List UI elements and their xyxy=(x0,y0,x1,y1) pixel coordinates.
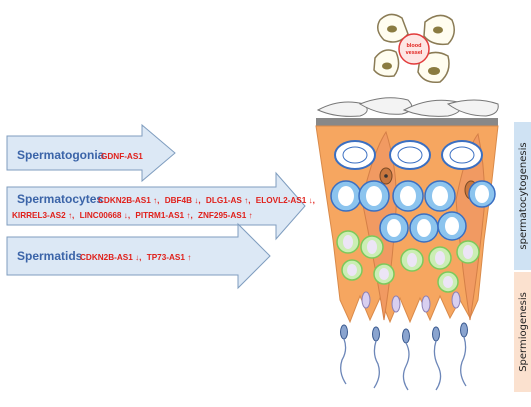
spermatocyte-nucleus xyxy=(387,219,401,237)
arrow-spermatogonia: Spermatogonia GDNF-AS1 xyxy=(7,125,175,181)
stage-label: Spermatogonia xyxy=(17,148,105,162)
spermatid-nucleus xyxy=(347,264,357,276)
spermatozoon xyxy=(433,327,441,390)
spermatogonia-row xyxy=(335,141,482,169)
arrow-spermatids: Spermatids CDKN2B-AS1 ↓, TP73-AS1 ↑ xyxy=(7,224,270,288)
gene-item: CDKN2B-AS1 ↑, xyxy=(98,196,159,205)
spermatid-nucleus xyxy=(463,245,473,259)
arrow-shape xyxy=(7,173,305,239)
spermatocyte-nucleus xyxy=(417,219,431,237)
gene-item: DLG1-AS ↑, xyxy=(206,196,251,205)
myoid-cell xyxy=(360,98,412,115)
spermatocyte-nucleus xyxy=(445,217,459,235)
spermatogonium-nucleus xyxy=(343,147,367,163)
interstitial-nucleus xyxy=(387,26,397,33)
spermatid-nucleus xyxy=(343,235,353,249)
spermatozoa xyxy=(341,323,468,390)
arrow-spermatocytes: Spermatocytes CDKN2B-AS1 ↑, DBF4B ↓, DLG… xyxy=(7,173,315,239)
spermiogenesis-label: Spermiogenesis xyxy=(518,292,529,372)
basement-membrane xyxy=(316,118,498,126)
spermatozoon xyxy=(403,329,410,390)
spermatid-nucleus xyxy=(443,276,453,288)
gene-item: PITRM1-AS1 ↑, xyxy=(135,211,192,220)
spermatogonium-nucleus xyxy=(398,147,422,163)
gene-list-line-1: CDKN2B-AS1 ↑, DBF4B ↓, DLG1-AS ↑, ELOVL2… xyxy=(98,196,315,205)
gene-item: GDNF-AS1 xyxy=(101,152,143,161)
stage-label: Spermatids xyxy=(17,249,83,263)
gene-item: LINC00668 ↓, xyxy=(80,211,131,220)
spermatid-nucleus xyxy=(379,268,389,280)
sperm-head xyxy=(341,325,348,339)
gene-list: GDNF-AS1 xyxy=(101,152,143,161)
spermatocyte-nucleus xyxy=(366,186,382,206)
blood-vessel xyxy=(399,34,429,64)
spermatocyte-nucleus xyxy=(432,186,448,206)
gene-item: DBF4B ↓, xyxy=(165,196,201,205)
sertoli-nucleolus xyxy=(384,174,388,178)
spermatid-nucleus xyxy=(435,251,445,265)
sperm-tail xyxy=(461,337,466,386)
spermatocytogenesis-label: spermatocytogenesis xyxy=(518,142,529,249)
spermatocyte-nucleus xyxy=(475,185,489,203)
stage-label: Spermatocytes xyxy=(17,192,103,206)
spermatocyte-nucleus xyxy=(400,186,416,206)
gene-item: ELOVL2-AS1 ↓, xyxy=(256,196,315,205)
interstitial-nucleus xyxy=(433,27,443,34)
sperm-tail xyxy=(341,339,346,384)
gene-item: ZNF295-AS1 ↑ xyxy=(198,211,253,220)
gene-list: CDKN2B-AS1 ↓, TP73-AS1 ↑ xyxy=(80,253,191,262)
sperm-head xyxy=(433,327,440,341)
blood-vessel-label: vessel xyxy=(406,50,423,56)
myoid-cell-layer xyxy=(318,98,498,117)
interstitial-nucleus xyxy=(428,67,440,75)
gene-item: TP73-AS1 ↑ xyxy=(147,253,192,262)
spermatogonium-nucleus xyxy=(450,147,474,163)
spermatozoon xyxy=(341,325,348,384)
spermatid-head xyxy=(452,292,460,308)
gene-list-line-2: KIRREL3-AS2 ↑, LINC00668 ↓, PITRM1-AS1 ↑… xyxy=(12,211,253,220)
spermatozoon xyxy=(461,323,468,386)
blood-vessel-cluster: blood vessel xyxy=(374,14,454,82)
spermatocyte-nucleus xyxy=(338,186,354,206)
sperm-tail xyxy=(403,343,409,390)
spermatid-head xyxy=(422,296,430,312)
interstitial-nucleus xyxy=(382,63,392,70)
spermatozoon xyxy=(373,327,380,388)
sperm-head xyxy=(403,329,410,343)
spermatid-head xyxy=(392,296,400,312)
spermatid-nucleus xyxy=(367,240,377,254)
sperm-head xyxy=(373,327,380,341)
gene-item: KIRREL3-AS2 ↑, xyxy=(12,211,74,220)
sperm-tail xyxy=(434,341,440,390)
sperm-head xyxy=(461,323,468,337)
spermatid-nucleus xyxy=(407,253,417,267)
gene-item: CDKN2B-AS1 ↓, xyxy=(80,253,141,262)
blood-vessel-label: blood xyxy=(407,43,422,49)
spermatid-head xyxy=(362,292,370,308)
sperm-tail xyxy=(374,341,379,388)
